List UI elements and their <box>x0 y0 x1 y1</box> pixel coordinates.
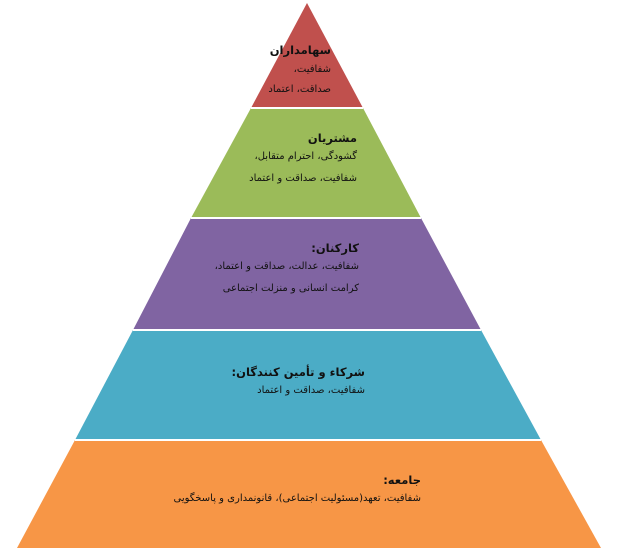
tier-title-partners-suppliers: شرکاء و تأمین کنندگان: <box>231 365 365 379</box>
tier-line: کرامت انسانی و منزلت اجتماعی <box>222 283 359 294</box>
tier-line: گشودگی، احترام متقابل، <box>254 151 357 162</box>
tier-line: شفافیت، تعهد(مسئولیت اجتماعی)، قانونمدار… <box>173 493 422 504</box>
tier-text-employees: کارکنان: شفافیت، عدالت، صداقت و اعتماد، … <box>215 240 359 300</box>
tier-title-employees: کارکنان: <box>311 241 359 255</box>
tier-text-shareholders: سهامداران شفافیت، صداقت، اعتماد <box>268 42 331 98</box>
tier-text-partners-suppliers: شرکاء و تأمین کنندگان: شفافیت، صداقت و ا… <box>232 364 365 402</box>
tier-shape-employees <box>133 218 481 330</box>
tier-shape-partners-suppliers <box>75 330 541 440</box>
tier-text-society: جامعه: شفافیت، تعهد(مسئولیت اجتماعی)، قا… <box>174 472 422 510</box>
tier-line: شفافیت، صداقت و اعتماد <box>257 385 365 396</box>
tier-title-shareholders: سهامداران <box>269 43 331 57</box>
tier-shape-society <box>17 440 601 548</box>
tier-shape-customers <box>191 108 421 218</box>
tier-title-customers: مشتریان <box>307 131 357 145</box>
tier-line: شفافیت، صداقت و اعتماد <box>249 173 357 184</box>
tier-title-society: جامعه: <box>383 473 421 487</box>
tier-text-customers: مشتریان گشودگی، احترام متقابل، شفافیت، ص… <box>249 130 357 190</box>
tier-line: صداقت، اعتماد <box>268 84 331 95</box>
tier-line: شفافیت، عدالت، صداقت و اعتماد، <box>214 261 359 272</box>
tier-shape-shareholders <box>251 3 363 108</box>
tier-line: شفافیت، <box>293 64 331 75</box>
